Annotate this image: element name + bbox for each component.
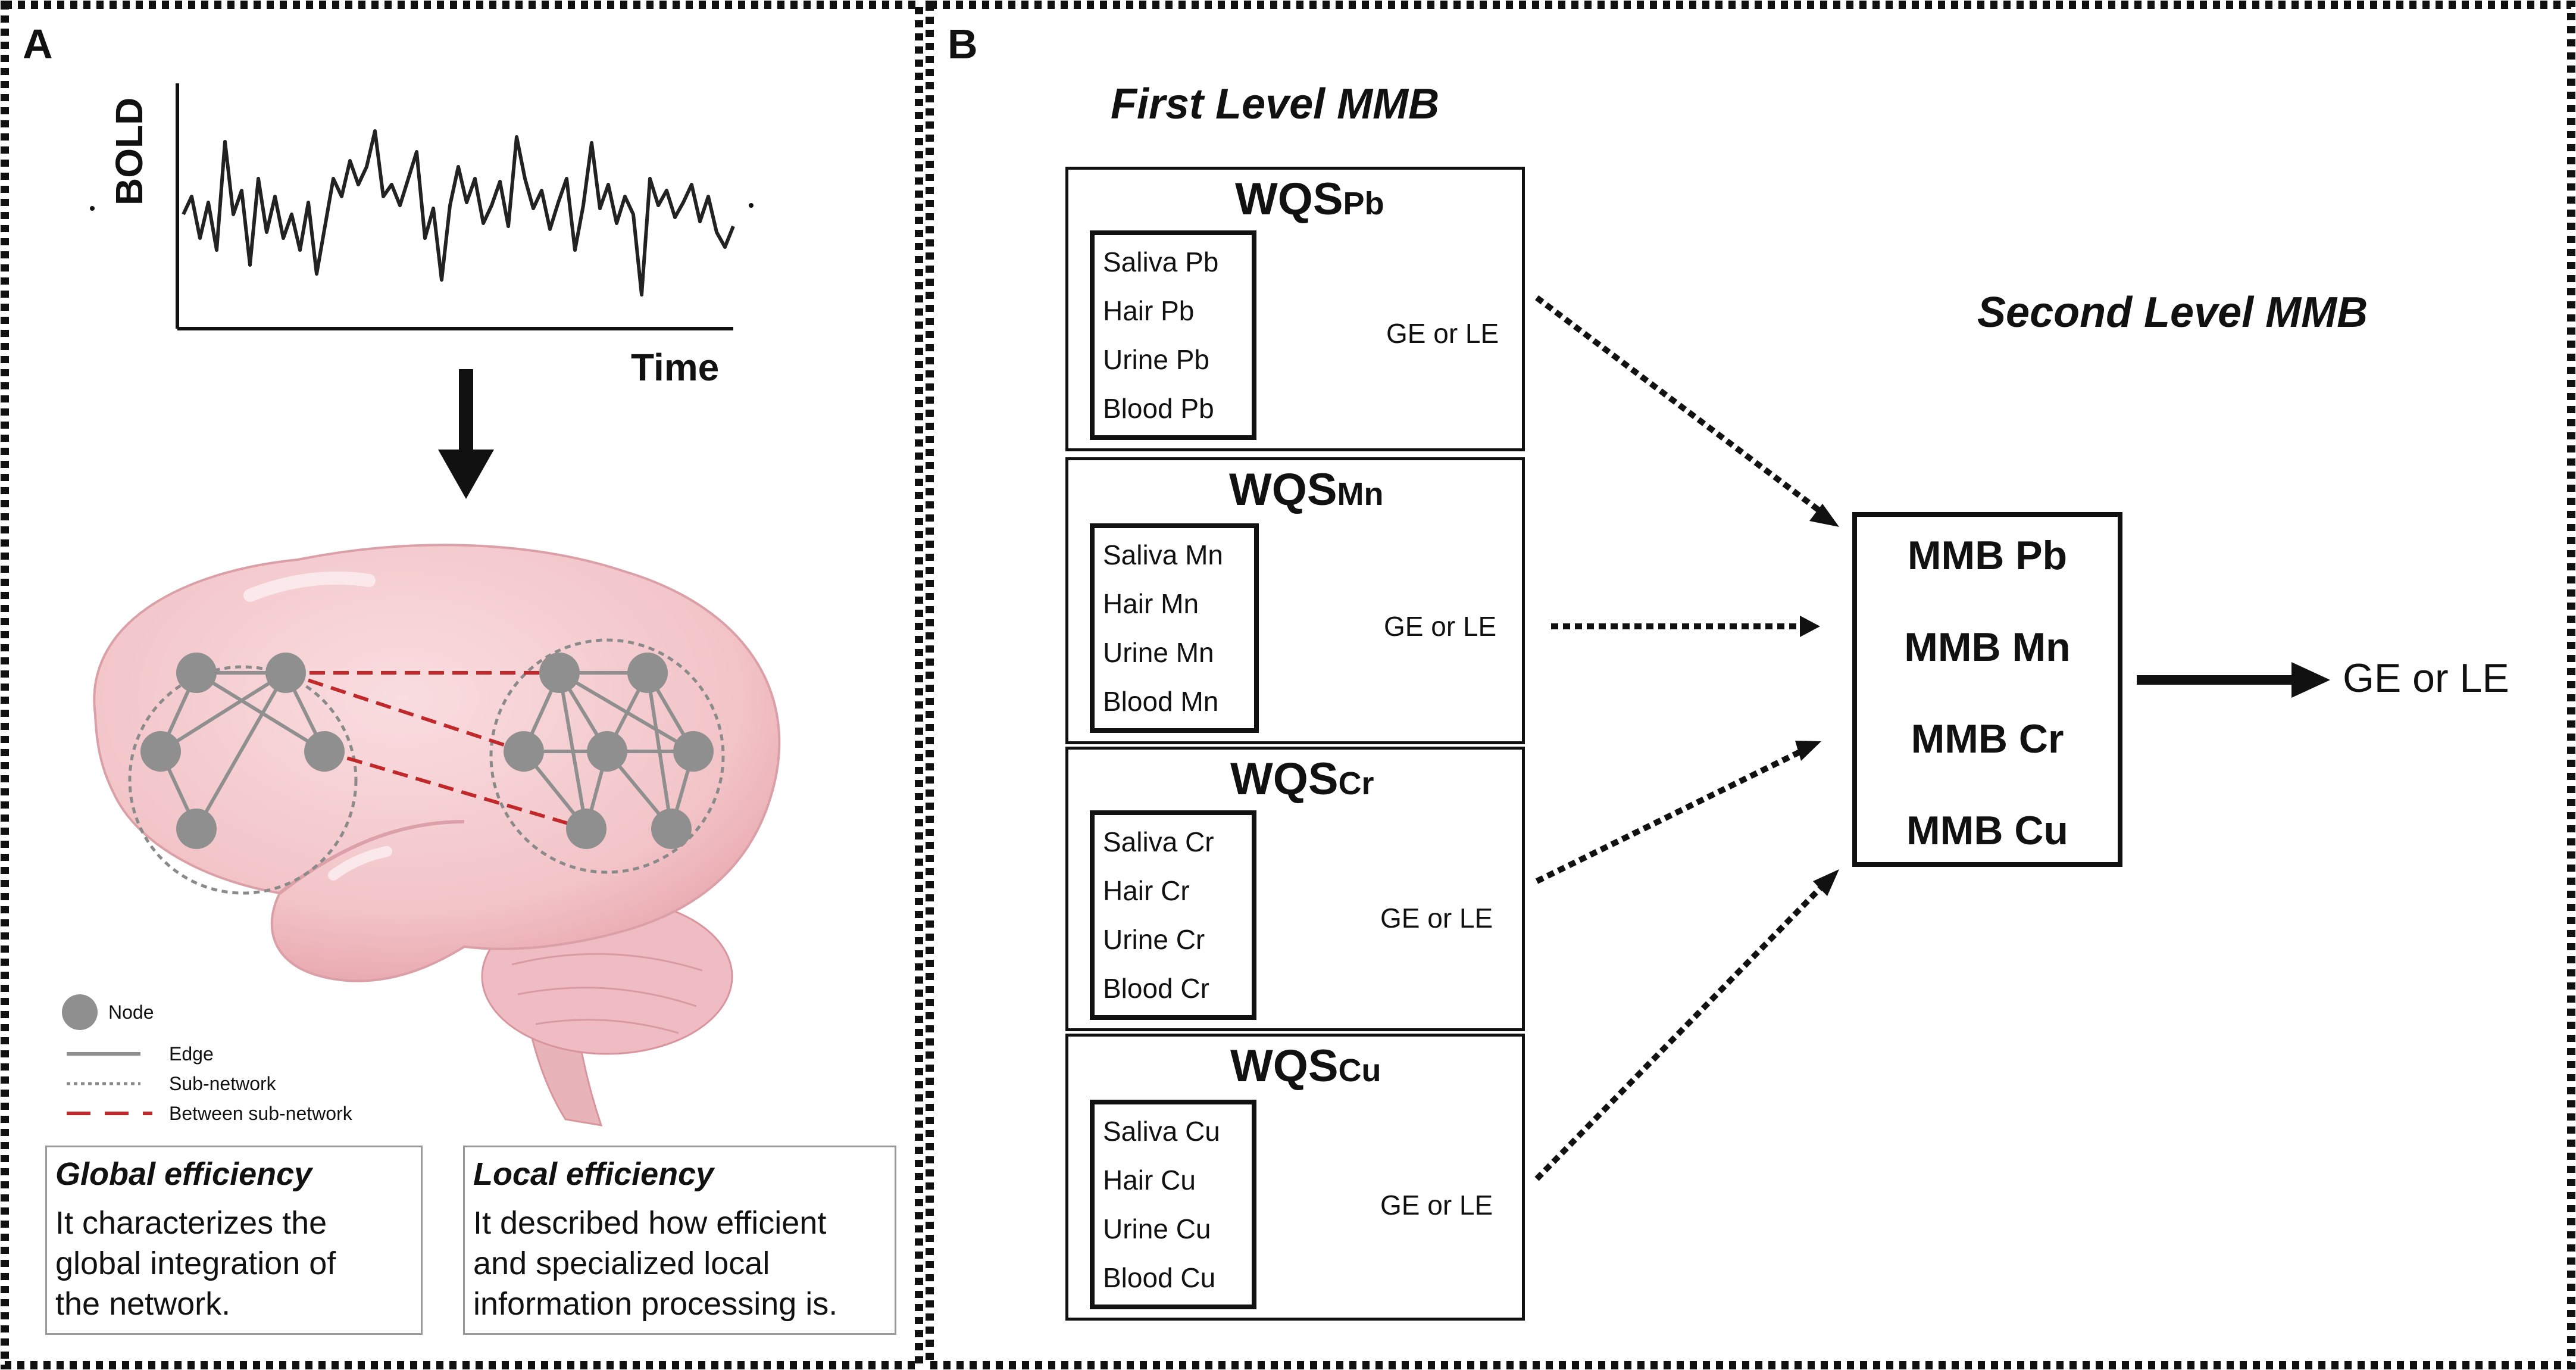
panel-a-letter: A (23, 21, 53, 67)
mmb-pb: MMB Pb (1907, 533, 2068, 578)
input-saliva-cu: Saliva Cu (1103, 1116, 1220, 1147)
input-blood-pb: Blood Pb (1103, 393, 1214, 424)
legend-node-label: Node (108, 1001, 154, 1023)
wqs-cr-title: WQSCr (1230, 754, 1374, 804)
bold-signal-line (182, 129, 735, 297)
time-axis-label: Time (631, 346, 720, 389)
local-efficiency-line-3: information processing is. (473, 1286, 838, 1322)
input-saliva-mn: Saliva Mn (1103, 539, 1223, 570)
input-saliva-pb: Saliva Pb (1103, 246, 1219, 277)
input-hair-pb: Hair Pb (1103, 295, 1195, 326)
bold-axis-label: BOLD (108, 97, 151, 205)
input-hair-cu: Hair Cu (1103, 1165, 1196, 1196)
legend-edge-label: Edge (169, 1043, 214, 1065)
down-arrow (438, 369, 494, 499)
wqs-cu-title: WQSCu (1230, 1041, 1381, 1091)
legend-node-symbol (62, 994, 98, 1030)
wqs-cu-inputs-box: Saliva Cu Hair Cu Urine Cu Blood Cu (1090, 1100, 1256, 1309)
wqs-pb-outcome: GE or LE (1386, 318, 1499, 349)
bold-signal-plot (90, 83, 754, 330)
wqs-pb-box: WQSPb Saliva Pb Hair Pb Urine Pb Blood P… (1065, 167, 1525, 451)
input-urine-mn: Urine Mn (1103, 637, 1214, 668)
input-saliva-cr: Saliva Cr (1103, 826, 1214, 857)
input-blood-cu: Blood Cu (1103, 1262, 1216, 1293)
dotted-arrow-cu (1534, 885, 1824, 1181)
panel-b-border (926, 1, 2575, 1369)
legend-between-label: Between sub-network (169, 1103, 352, 1124)
mmb-box: MMB Pb MMB Mn MMB Cr MMB Cu (1852, 512, 2122, 867)
global-efficiency-box: Global efficiency It characterizes the g… (45, 1146, 423, 1335)
wqs-pb-title: WQSPb (1235, 174, 1384, 224)
second-level-title: Second Level MMB (1977, 289, 2368, 336)
input-blood-mn: Blood Mn (1103, 686, 1219, 717)
wqs-cr-outcome: GE or LE (1380, 903, 1493, 934)
input-blood-cr: Blood Cr (1103, 973, 1209, 1004)
wqs-mn-title: WQSMn (1229, 464, 1384, 515)
panel-a-border (1, 1, 923, 1369)
dotted-arrowhead-pb (1809, 504, 1839, 527)
wqs-pb-inputs-box: Saliva Pb Hair Pb Urine Pb Blood Pb (1090, 230, 1256, 440)
global-efficiency-line-1: It characterizes the (55, 1205, 327, 1241)
local-efficiency-box: Local efficiency It described how effici… (463, 1146, 896, 1335)
mmb-cr: MMB Cr (1911, 716, 2064, 762)
input-hair-cr: Hair Cr (1103, 875, 1190, 906)
final-outcome: GE or LE (2343, 656, 2509, 701)
mmb-cu: MMB Cu (1906, 808, 2068, 853)
wqs-mn-inputs-box: Saliva Mn Hair Mn Urine Mn Blood Mn (1090, 523, 1259, 733)
input-hair-mn: Hair Mn (1103, 588, 1199, 619)
legend-symbols (62, 994, 152, 1115)
global-efficiency-line-3: the network. (55, 1286, 231, 1322)
wqs-cu-box: WQSCu Saliva Cu Hair Cu Urine Cu Blood C… (1065, 1034, 1525, 1321)
final-arrow-head (2291, 662, 2330, 698)
global-efficiency-line-2: global integration of (55, 1246, 336, 1281)
wqs-cr-inputs-box: Saliva Cr Hair Cr Urine Cr Blood Cr (1090, 810, 1256, 1020)
subnetwork-left (128, 665, 358, 895)
brain-illustration (93, 544, 781, 1126)
wqs-cu-outcome: GE or LE (1380, 1190, 1493, 1221)
input-urine-pb: Urine Pb (1103, 344, 1209, 375)
global-efficiency-title: Global efficiency (55, 1156, 312, 1192)
wqs-cr-box: WQSCr Saliva Cr Hair Cr Urine Cr Blood C… (1065, 747, 1525, 1031)
mmb-mn: MMB Mn (1904, 625, 2071, 670)
first-level-title: First Level MMB (1111, 80, 1440, 128)
panel-b-letter: B (948, 21, 978, 67)
dotted-arrow-cr (1535, 747, 1805, 884)
local-efficiency-line-2: and specialized local (473, 1246, 770, 1281)
input-urine-cu: Urine Cu (1103, 1213, 1211, 1244)
wqs-mn-outcome: GE or LE (1384, 611, 1497, 642)
dotted-arrow-pb (1534, 295, 1824, 514)
wqs-mn-box: WQSMn Saliva Mn Hair Mn Urine Mn Blood M… (1065, 457, 1525, 744)
local-efficiency-title: Local efficiency (473, 1156, 714, 1192)
subnetwork-right (489, 638, 725, 874)
legend-subnetwork-label: Sub-network (169, 1073, 276, 1094)
local-efficiency-line-1: It described how efficient (473, 1205, 827, 1241)
input-urine-cr: Urine Cr (1103, 924, 1205, 955)
